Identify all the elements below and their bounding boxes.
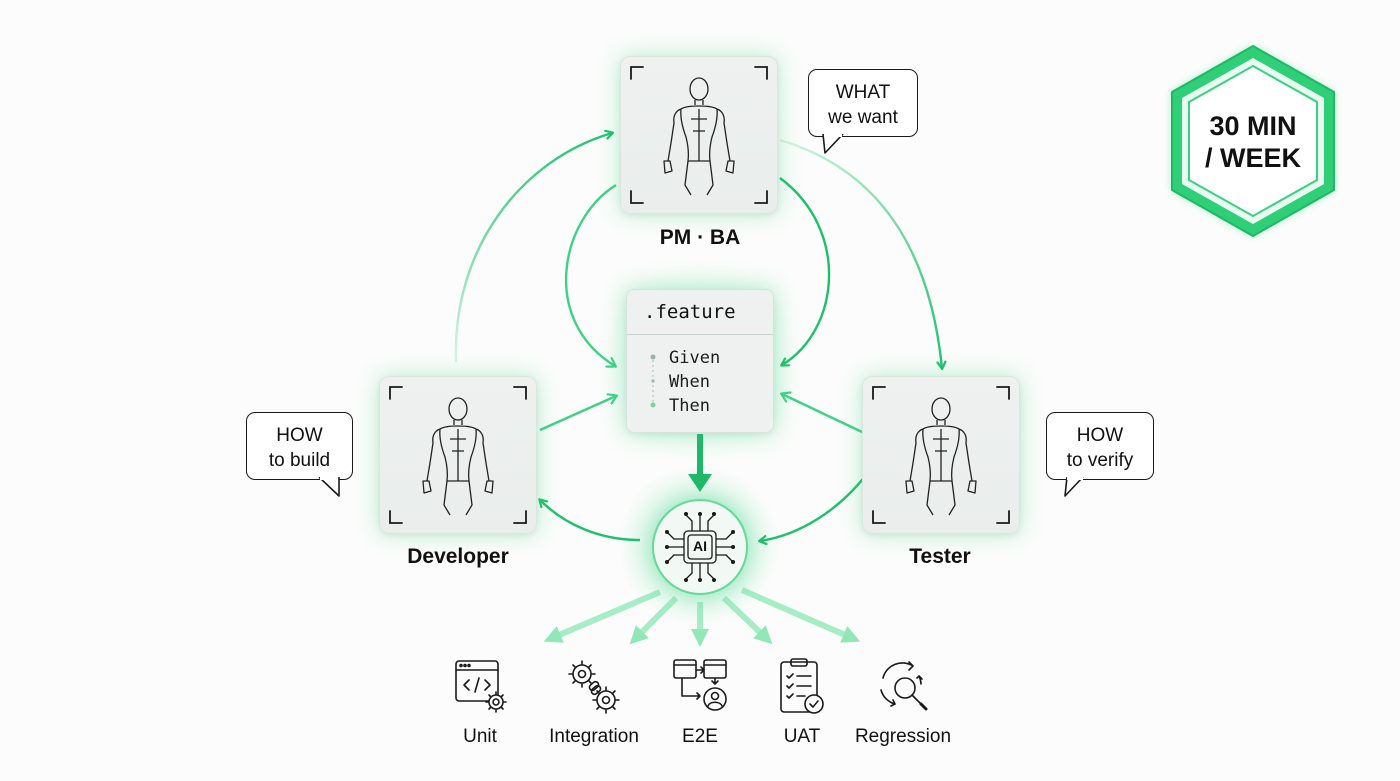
tester-card bbox=[862, 376, 1020, 534]
badge-line-1: 30 MIN bbox=[1209, 111, 1297, 141]
test-type-label: E2E bbox=[682, 726, 718, 747]
step-connector-icon bbox=[650, 354, 656, 408]
bubble-line-1: HOW bbox=[276, 425, 323, 446]
bubble-line-1: WHAT bbox=[835, 82, 891, 103]
pm-speech-bubble: WHAT we want bbox=[808, 69, 918, 154]
test-type-unit: Unit bbox=[425, 656, 535, 748]
ai-circuit-chip-icon bbox=[665, 512, 735, 582]
test-type-uat: UAT bbox=[747, 656, 857, 748]
test-type-regression: Regression bbox=[848, 656, 958, 748]
developer-speech-bubble: HOW to build bbox=[246, 412, 353, 497]
code-window-gear-icon bbox=[455, 660, 507, 713]
test-type-label: Unit bbox=[463, 726, 497, 747]
pm-card bbox=[620, 56, 778, 214]
badge-line-2: / WEEK bbox=[1204, 143, 1301, 173]
developer-card bbox=[379, 376, 537, 534]
clipboard-check-icon bbox=[780, 658, 824, 714]
bubble-line-2: we want bbox=[828, 107, 898, 128]
ai-engine: AI bbox=[652, 499, 748, 595]
pm-ba-label: PM · BA bbox=[659, 226, 741, 249]
person-figure-icon bbox=[872, 386, 1010, 524]
time-commitment-badge: 30 MIN / WEEK bbox=[1162, 40, 1344, 244]
bubble-line-2: to verify bbox=[1066, 450, 1134, 471]
tester-speech-bubble: HOW to verify bbox=[1046, 412, 1154, 497]
person-figure-icon bbox=[389, 386, 527, 524]
linked-gears-icon bbox=[568, 660, 620, 714]
test-type-label: Regression bbox=[854, 726, 952, 747]
person-figure-icon bbox=[630, 66, 768, 204]
bubble-line-2: to build bbox=[268, 450, 331, 471]
given-keyword: Given bbox=[669, 348, 721, 368]
test-type-label: UAT bbox=[783, 726, 821, 747]
hexagon-badge-icon bbox=[1171, 45, 1335, 237]
cycle-magnifier-icon bbox=[880, 661, 928, 711]
ai-label: AI bbox=[693, 538, 707, 554]
tester-label: Tester bbox=[909, 545, 971, 568]
windows-flow-user-icon bbox=[673, 659, 727, 711]
bubble-line-1: HOW bbox=[1076, 425, 1124, 446]
feature-file-title: .feature bbox=[627, 290, 773, 335]
then-keyword: Then bbox=[669, 396, 710, 416]
test-type-integration: Integration bbox=[539, 656, 649, 748]
when-keyword: When bbox=[669, 372, 710, 392]
developer-label: Developer bbox=[407, 545, 509, 568]
test-type-label: Integration bbox=[549, 726, 639, 747]
test-type-e2e: E2E bbox=[645, 656, 755, 748]
feature-file-card: .feature Given When Then bbox=[626, 289, 774, 433]
